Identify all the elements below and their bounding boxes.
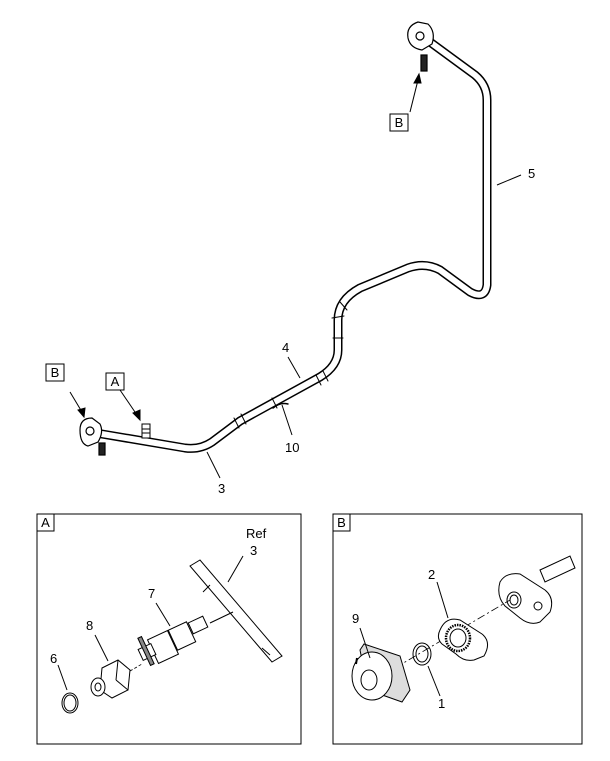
tube-inner	[93, 39, 490, 452]
callout-3-ref: 3	[250, 543, 257, 558]
callout-10: 10	[285, 440, 299, 455]
left-flange	[79, 417, 106, 456]
marker-b-left: B	[45, 363, 65, 382]
detail-a-panel: A	[36, 513, 302, 745]
detail-b-panel: B 2	[332, 513, 583, 745]
callout-3: 3	[218, 481, 225, 496]
oring-1	[412, 642, 432, 666]
svg-text:A: A	[41, 515, 50, 530]
ref-tube	[189, 559, 283, 663]
callout-2: 2	[428, 567, 435, 582]
tube-joints	[233, 301, 348, 429]
oring-6	[61, 692, 79, 714]
svg-text:B: B	[51, 365, 60, 380]
b-tube-flange	[498, 555, 576, 624]
tube-outline	[91, 37, 492, 453]
svg-text:B: B	[395, 115, 404, 130]
b-arrows	[69, 72, 422, 422]
callout-6: 6	[50, 651, 57, 666]
fitting-7	[137, 611, 234, 667]
nut-8	[90, 659, 131, 699]
port-a-fitting	[141, 423, 151, 439]
adapter-9	[351, 643, 411, 703]
main-leaders	[206, 174, 522, 479]
svg-text:B: B	[337, 515, 346, 530]
clamp-10	[272, 402, 289, 409]
callout-7: 7	[148, 586, 155, 601]
tube-assembly	[91, 37, 492, 453]
svg-text:A: A	[111, 374, 120, 389]
callout-5: 5	[528, 166, 535, 181]
callout-4: 4	[282, 340, 289, 355]
callout-9: 9	[352, 611, 359, 626]
marker-b-top: B	[389, 113, 409, 132]
callout-8: 8	[86, 618, 93, 633]
gasket-2	[437, 618, 488, 661]
callout-1: 1	[438, 696, 445, 711]
top-flange	[407, 21, 434, 72]
callout-ref: Ref	[246, 526, 267, 541]
marker-a-main: A	[105, 372, 125, 391]
